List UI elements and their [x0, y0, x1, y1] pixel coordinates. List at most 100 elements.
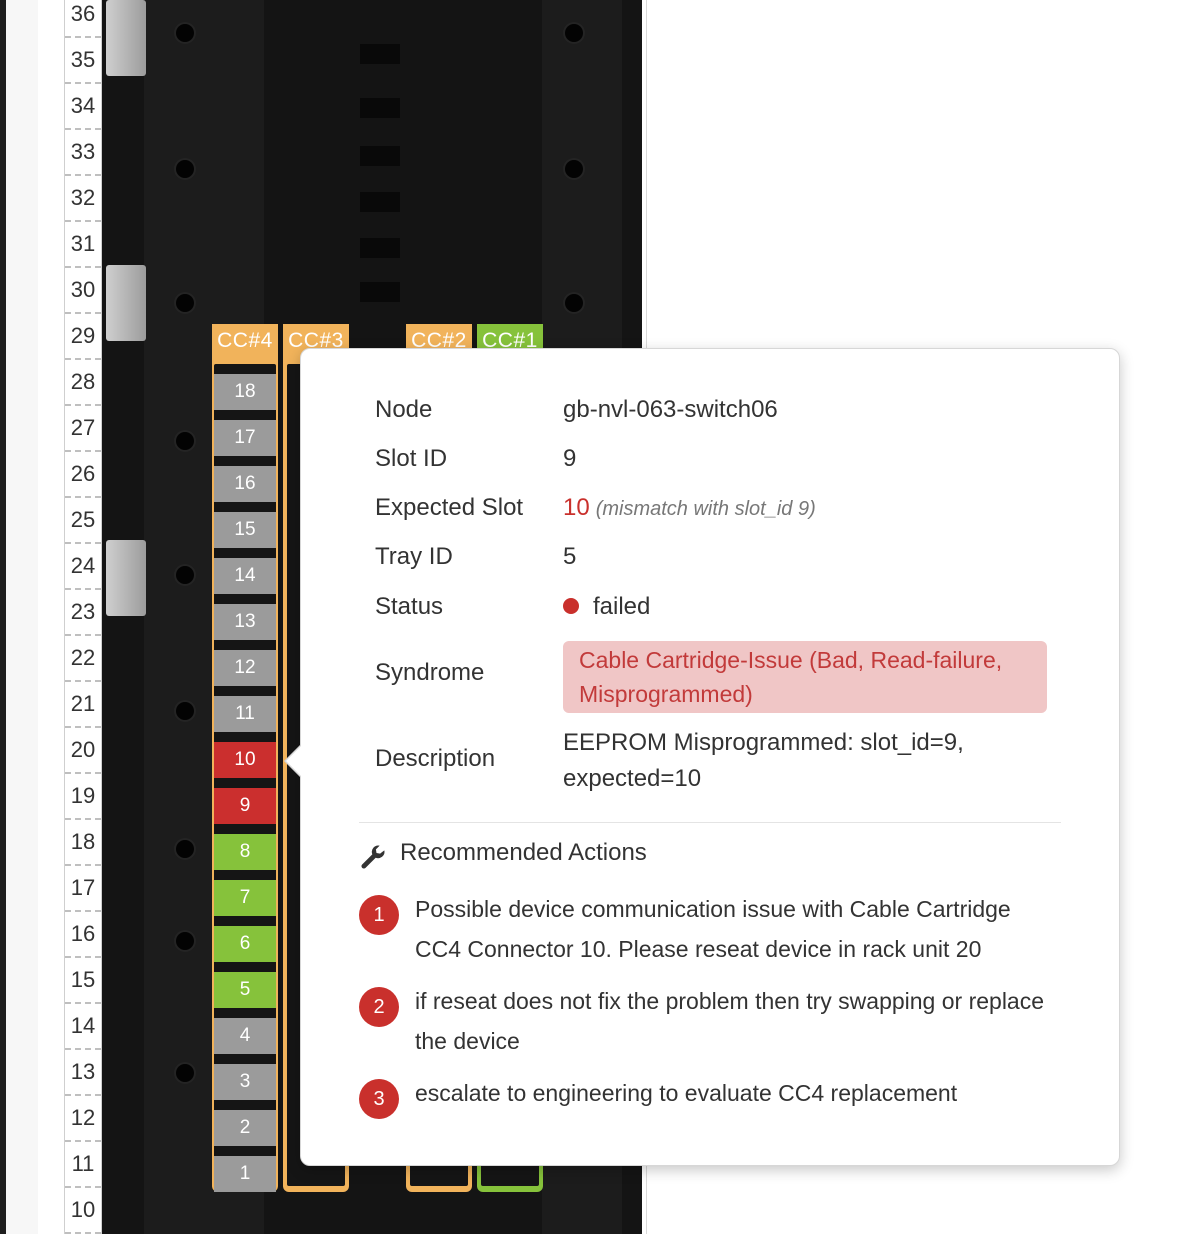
- action-number-badge: 2: [359, 987, 399, 1027]
- cc4-slot-14[interactable]: 14: [214, 558, 276, 594]
- recommended-actions-title: Recommended Actions: [400, 839, 647, 866]
- rack-unit-17: 17: [65, 866, 101, 912]
- mismatch-note: (mismatch with slot_id 9): [595, 498, 816, 520]
- rack-vent: [360, 44, 400, 64]
- rack-vent: [360, 282, 400, 302]
- rack-vent: [360, 98, 400, 118]
- cc4-slot-12[interactable]: 12: [214, 650, 276, 686]
- cc4-slot-7[interactable]: 7: [214, 880, 276, 916]
- window-edge: [0, 0, 6, 1234]
- cc4-slot-8[interactable]: 8: [214, 834, 276, 870]
- rack-unit-21: 21: [65, 682, 101, 728]
- syndrome-badge: Cable Cartridge-Issue (Bad, Read-failure…: [563, 641, 1047, 713]
- cc4-slot-1[interactable]: 1: [214, 1156, 276, 1192]
- popover-arrow-fill: [286, 745, 302, 777]
- cc4-slot-4[interactable]: 4: [214, 1018, 276, 1054]
- rack-unit-16: 16: [65, 912, 101, 958]
- rack-unit-33: 33: [65, 130, 101, 176]
- rack-unit-10: 10: [65, 1188, 101, 1234]
- rack-mount-hole: [176, 932, 194, 950]
- rack-unit-32: 32: [65, 176, 101, 222]
- slot-detail-popover: Node gb-nvl-063-switch06 Slot ID 9 Expec…: [284, 348, 1120, 1166]
- rack-vent: [360, 238, 400, 258]
- description-label: Description: [375, 745, 496, 772]
- expected-slot-label: Expected Slot: [375, 494, 524, 521]
- rack-unit-11: 11: [65, 1142, 101, 1188]
- rack-mount-hole: [176, 566, 194, 584]
- rack-mount-hole: [565, 294, 583, 312]
- cc4-slot-9[interactable]: 9: [214, 788, 276, 824]
- cc4-slot-3[interactable]: 3: [214, 1064, 276, 1100]
- status-failed-icon: [563, 597, 579, 614]
- section-divider: [359, 822, 1061, 823]
- rack-mount-hole: [565, 160, 583, 178]
- rack-unit-29: 29: [65, 314, 101, 360]
- cc-header: CC#4: [217, 329, 273, 352]
- expected-slot-value: 10(mismatch with slot_id 9): [563, 494, 816, 522]
- rack-unit-12: 12: [65, 1096, 101, 1142]
- rack-mount-hole: [176, 24, 194, 42]
- cc4-slot-2[interactable]: 2: [214, 1110, 276, 1146]
- rack-unit-23: 23: [65, 590, 101, 636]
- rack-unit-22: 22: [65, 636, 101, 682]
- rack-hinge: [106, 265, 146, 341]
- rack-mount-hole: [176, 702, 194, 720]
- status-text: failed: [593, 593, 651, 620]
- rack-unit-25: 25: [65, 498, 101, 544]
- rack-unit-20: 20: [65, 728, 101, 774]
- action-text: escalate to engineering to evaluate CC4 …: [415, 1080, 958, 1106]
- rack-unit-15: 15: [65, 958, 101, 1004]
- status-value: failed: [563, 593, 650, 621]
- rack-unit-31: 31: [65, 222, 101, 268]
- cc4-slot-5[interactable]: 5: [214, 972, 276, 1008]
- rack-mount-hole: [565, 24, 583, 42]
- rack-mount-hole: [176, 432, 194, 450]
- expected-slot-number: 10: [563, 494, 590, 521]
- rack-unit-28: 28: [65, 360, 101, 406]
- cc-slot-list: 18 17 16 15 14 13 12 11 10 9 8 7 6 5 4 3 2 1: [214, 364, 276, 1192]
- cc4-slot-11[interactable]: 11: [214, 696, 276, 732]
- rack-unit-35: 35: [65, 38, 101, 84]
- cc4-slot-10[interactable]: 10: [214, 742, 276, 778]
- rack-mount-hole: [176, 294, 194, 312]
- action-text: if reseat does not fix the problem then …: [415, 988, 1045, 1054]
- rack-hinge: [106, 540, 146, 616]
- rack-unit-18: 18: [65, 820, 101, 866]
- cc4-slot-17[interactable]: 17: [214, 420, 276, 456]
- node-value: gb-nvl-063-switch06: [563, 396, 778, 423]
- syndrome-label: Syndrome: [375, 659, 485, 686]
- rack-mount-hole: [176, 1064, 194, 1082]
- tray-id-value: 5: [563, 543, 577, 570]
- cc-header: CC#2: [411, 329, 467, 352]
- description-value: EEPROM Misprogrammed: slot_id=9, expecte…: [563, 729, 964, 792]
- cc4-slot-18[interactable]: 18: [214, 374, 276, 410]
- cc4-slot-13[interactable]: 13: [214, 604, 276, 640]
- rack-mount-hole: [176, 840, 194, 858]
- rack-unit-27: 27: [65, 406, 101, 452]
- rack-vent: [360, 146, 400, 166]
- action-number-badge: 1: [359, 895, 399, 935]
- rack-hinge: [106, 0, 146, 76]
- cable-cartridge-cc4[interactable]: CC#4 18 17 16 15 14 13 12 11 10 9 8 7 6 5 4 3 2 1: [212, 324, 278, 1192]
- cc4-slot-6[interactable]: 6: [214, 926, 276, 962]
- rack-unit-24: 24: [65, 544, 101, 590]
- node-label: Node: [375, 396, 433, 423]
- action-text: Possible device communication issue with…: [415, 896, 1011, 962]
- cc4-slot-15[interactable]: 15: [214, 512, 276, 548]
- rack-vent: [360, 192, 400, 212]
- rack-unit-13: 13: [65, 1050, 101, 1096]
- tray-id-label: Tray ID: [375, 543, 453, 570]
- cc-header: CC#1: [482, 329, 538, 352]
- side-pane: [6, 0, 38, 1234]
- status-label: Status: [375, 593, 444, 620]
- wrench-icon: [361, 845, 385, 869]
- cc-header: CC#3: [288, 329, 344, 352]
- rack-unit-30: 30: [65, 268, 101, 314]
- action-number-badge: 3: [359, 1079, 399, 1119]
- rack-unit-19: 19: [65, 774, 101, 820]
- rack-unit-14: 14: [65, 1004, 101, 1050]
- cc4-slot-16[interactable]: 16: [214, 466, 276, 502]
- rack-mount-hole: [176, 160, 194, 178]
- rack-unit-36: 36: [65, 0, 101, 38]
